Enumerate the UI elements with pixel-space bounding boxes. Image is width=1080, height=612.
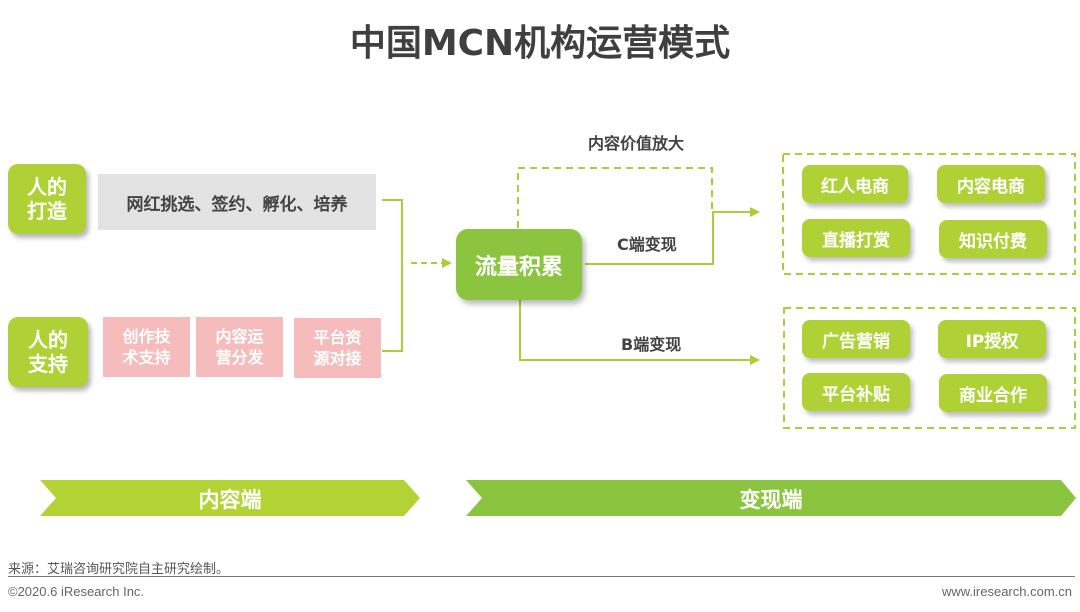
content-side-banner: 内容端 [198, 488, 262, 512]
footer-divider [8, 576, 1075, 577]
monetize-side-banner-shape [466, 480, 1076, 516]
b-item-advertising: 广告营销 [802, 320, 910, 358]
left-bracket-line [382, 199, 403, 352]
support-item-tech: 创作技 术支持 [103, 317, 190, 377]
page-title: 中国MCN机构运营模式 [349, 23, 731, 64]
c-monetize-label: C端变现 [617, 235, 677, 254]
support-item-platform: 平台资 源对接 [294, 318, 381, 378]
c-item-influencer-ecommerce: 红人电商 [802, 165, 908, 203]
b-group-frame [783, 307, 1076, 429]
website-link[interactable]: www.iresearch.com.cn [941, 584, 1072, 599]
b-item-ip-licensing: IP授权 [938, 320, 1046, 358]
c-item-content-ecommerce: 内容电商 [937, 165, 1045, 203]
b-item-platform-subsidy: 平台补贴 [802, 373, 910, 411]
dashed-amplify-line [517, 167, 713, 228]
b-side-line [519, 300, 760, 365]
value-amplify-label: 内容价值放大 [588, 134, 685, 153]
copyright: ©2020.6 iResearch Inc. [8, 584, 145, 599]
b-item-business-cooperation: 商业合作 [939, 374, 1047, 412]
source-note: 来源：艾瑞咨询研究院自主研究绘制。 [8, 562, 230, 577]
person-build-detail: 网红挑选、签约、孵化、培养 [98, 174, 376, 230]
b-monetize-label: B端变现 [621, 335, 682, 354]
content-side-banner-shape [40, 480, 420, 516]
monetize-side-banner: 变现端 [739, 488, 803, 512]
c-group-frame [782, 153, 1076, 275]
c-item-knowledge-payment: 知识付费 [939, 220, 1047, 258]
traffic-accumulation-node: 流量积累 [456, 229, 582, 300]
c-item-live-tipping: 直播打赏 [802, 219, 910, 257]
person-build-badge: 人的 打造 [8, 164, 86, 234]
c-side-line [585, 207, 760, 265]
support-item-content-ops: 内容运 营分发 [196, 317, 283, 377]
person-support-badge: 人的 支持 [8, 317, 88, 387]
